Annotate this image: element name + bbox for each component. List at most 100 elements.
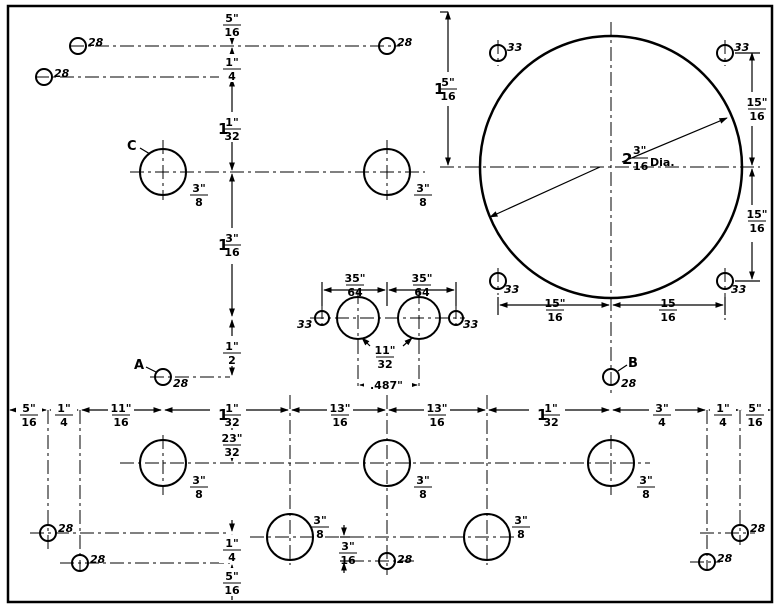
svg-text:32: 32	[377, 358, 392, 371]
svg-text:15: 15	[660, 297, 675, 310]
svg-text:1": 1"	[225, 340, 238, 353]
svg-text:4: 4	[228, 551, 236, 564]
big-diameter-label: 2 3" 16 Dia.	[622, 144, 675, 173]
fraction-dim-5-16: 5"16	[16, 400, 42, 429]
label-c: C	[127, 139, 137, 154]
dim-487: .487"	[370, 379, 403, 392]
svg-text:8: 8	[419, 196, 427, 209]
svg-text:5": 5"	[748, 402, 761, 415]
dimension-lines	[9, 11, 771, 600]
fraction-hole-3-8: 3"8	[637, 474, 655, 501]
svg-text:5": 5"	[441, 76, 454, 89]
svg-text:28: 28	[397, 36, 413, 49]
svg-text:28: 28	[750, 522, 766, 535]
fraction-dim-11-16: 11"16	[108, 400, 134, 429]
svg-text:3": 3"	[633, 144, 646, 157]
svg-text:3": 3"	[514, 514, 527, 527]
fraction-hole-3-8: 3"8	[414, 182, 432, 209]
svg-text:3": 3"	[192, 474, 205, 487]
svg-text:28: 28	[58, 522, 74, 535]
svg-text:2: 2	[622, 150, 632, 168]
svg-text:15": 15"	[746, 96, 767, 109]
svg-text:16: 16	[224, 26, 240, 39]
fraction-dim-13-16: 13"16	[424, 400, 450, 429]
svg-text:1": 1"	[225, 537, 238, 550]
svg-text:16: 16	[660, 311, 676, 324]
fraction-dim-5-16: 5"16	[219, 568, 245, 597]
svg-text:11": 11"	[110, 402, 131, 415]
fraction-hole-3-8: 3"8	[190, 474, 208, 501]
fraction-dim-13-16: 13"16	[327, 400, 353, 429]
svg-text:28: 28	[173, 377, 189, 390]
fraction-dim-3-16: 3"16	[339, 540, 357, 567]
center-lines	[30, 22, 760, 575]
svg-text:8: 8	[642, 488, 650, 501]
svg-text:16: 16	[332, 416, 348, 429]
svg-text:8: 8	[316, 528, 324, 541]
svg-text:3": 3"	[341, 540, 354, 553]
svg-text:28: 28	[717, 552, 733, 565]
fraction-dim-1-1-32: 11"32	[210, 400, 246, 429]
panel-outline	[6, 4, 774, 604]
svg-text:3": 3"	[416, 474, 429, 487]
svg-text:1": 1"	[225, 56, 238, 69]
svg-text:28: 28	[397, 553, 413, 566]
svg-text:4: 4	[60, 416, 68, 429]
svg-text:28: 28	[88, 36, 104, 49]
svg-text:64: 64	[414, 286, 430, 299]
svg-text:8: 8	[517, 528, 525, 541]
fraction-dim-23-32: 23"32	[219, 430, 245, 459]
svg-text:3": 3"	[655, 402, 668, 415]
svg-text:16: 16	[749, 222, 765, 235]
fraction-dim-1-4: 1"4	[219, 535, 245, 564]
svg-text:35": 35"	[411, 272, 432, 285]
svg-text:33: 33	[507, 41, 523, 54]
svg-text:16: 16	[429, 416, 445, 429]
svg-text:3": 3"	[192, 182, 205, 195]
hole-row-1	[139, 439, 187, 487]
svg-text:15": 15"	[746, 208, 767, 221]
svg-text:1": 1"	[57, 402, 70, 415]
svg-text:5": 5"	[225, 12, 238, 25]
label-b: B	[628, 356, 638, 371]
fraction-hole-3-8: 3"8	[414, 474, 432, 501]
fraction-hole-3-8: 3"8	[190, 182, 208, 209]
svg-text:16: 16	[749, 110, 765, 123]
svg-text:16: 16	[340, 554, 356, 567]
svg-text:8: 8	[195, 196, 203, 209]
svg-text:4: 4	[658, 416, 666, 429]
fraction-dim-15-16-quote: 15"16	[746, 208, 767, 235]
svg-text:16: 16	[633, 160, 649, 173]
svg-text:3": 3"	[313, 514, 326, 527]
svg-text:3": 3"	[639, 474, 652, 487]
hole-bottom-1	[266, 513, 314, 561]
svg-text:Dia.: Dia.	[650, 156, 675, 169]
big-hole	[478, 34, 744, 300]
fraction-dim-3-4: 3"4	[649, 400, 675, 429]
fraction-hole-3-8: 3"8	[512, 514, 530, 541]
fraction-dim-1-2: 1"2	[219, 338, 245, 367]
svg-text:4: 4	[719, 416, 727, 429]
hole-bottom-2	[463, 513, 511, 561]
fraction-dim-1-4: 1"4	[51, 400, 77, 429]
hole-right-35	[397, 296, 441, 340]
svg-text:16: 16	[224, 246, 240, 259]
svg-text:4: 4	[228, 70, 236, 83]
svg-text:1": 1"	[225, 402, 238, 415]
svg-text:5": 5"	[22, 402, 35, 415]
fraction-dim-35-64: 35"64	[344, 272, 365, 299]
svg-text:1": 1"	[225, 116, 238, 129]
svg-text:28: 28	[54, 67, 70, 80]
svg-text:3": 3"	[225, 232, 238, 245]
svg-text:33: 33	[297, 318, 313, 331]
fraction-dim-1-1-32: 11"32	[210, 114, 246, 143]
svg-text:32: 32	[543, 416, 558, 429]
hole-row-2	[363, 439, 411, 487]
svg-text:32: 32	[224, 446, 239, 459]
svg-text:33: 33	[734, 41, 750, 54]
svg-text:13": 13"	[426, 402, 447, 415]
svg-text:1": 1"	[716, 402, 729, 415]
